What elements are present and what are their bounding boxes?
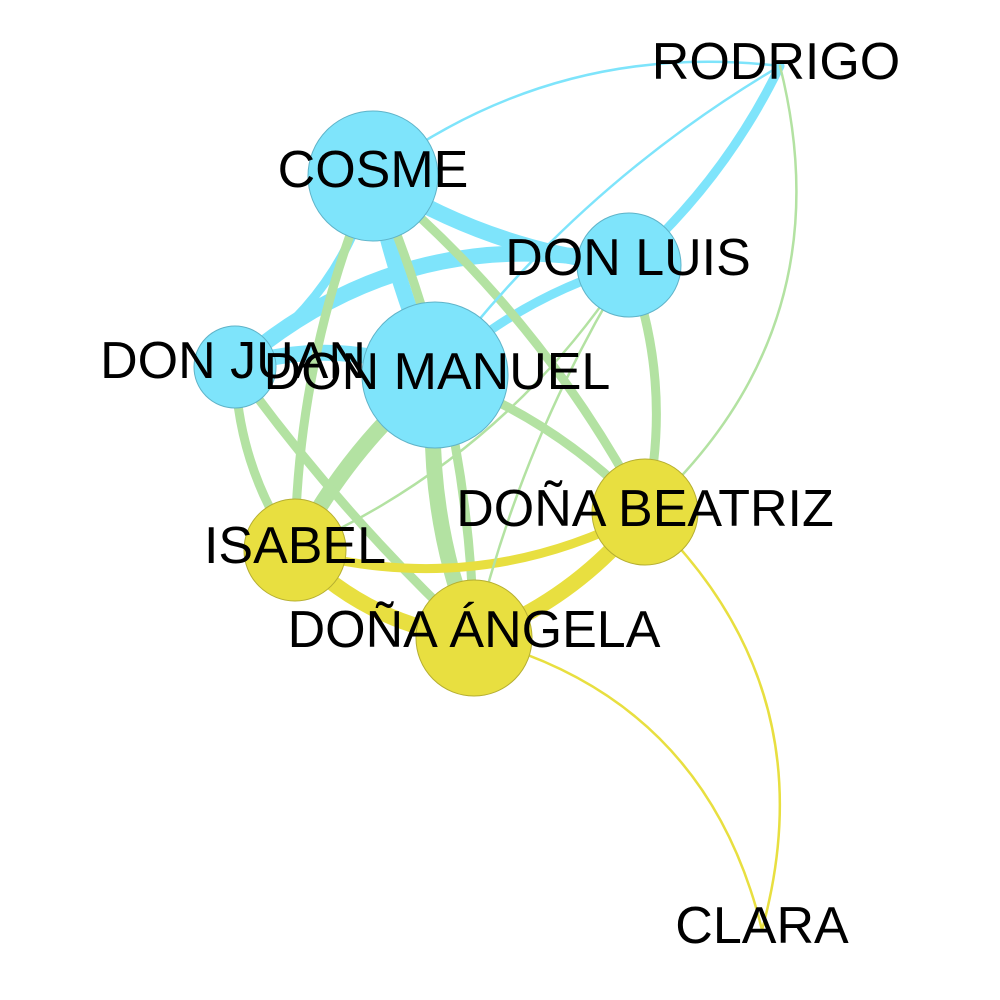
edge-dona-angela-clara — [472, 636, 764, 932]
edge-rodrigo-dona-beatriz — [643, 64, 798, 514]
node-cosme[interactable] — [307, 110, 439, 242]
node-label-cosme: COSME — [278, 141, 469, 199]
node-label-isabel: ISABEL — [204, 517, 386, 575]
node-don-luis[interactable] — [576, 212, 682, 318]
edge-don-luis-isabel — [293, 263, 631, 552]
node-label-don-manuel: DON MANUEL — [264, 343, 611, 401]
node-label-dona-beatriz: DOÑA BEATRIZ — [456, 480, 834, 538]
node-dona-angela[interactable] — [415, 579, 533, 697]
node-don-manuel[interactable] — [361, 301, 509, 449]
node-don-juan[interactable] — [193, 325, 277, 409]
node-isabel[interactable] — [243, 498, 347, 602]
edge-dona-beatriz-clara — [643, 510, 782, 932]
node-label-rodrigo: RODRIGO — [652, 33, 900, 91]
node-label-don-luis: DON LUIS — [505, 229, 751, 287]
labels-layer: DON MANUEL COSME DON LUIS DON JUAN RODRIGO DO… — [100, 33, 900, 955]
node-label-clara: CLARA — [675, 897, 849, 955]
nodes-layer — [193, 110, 699, 697]
node-label-dona-angela: DOÑA ÁNGELA — [288, 601, 661, 659]
node-label-don-juan: DON JUAN — [100, 332, 366, 390]
node-dona-beatriz[interactable] — [591, 458, 699, 566]
